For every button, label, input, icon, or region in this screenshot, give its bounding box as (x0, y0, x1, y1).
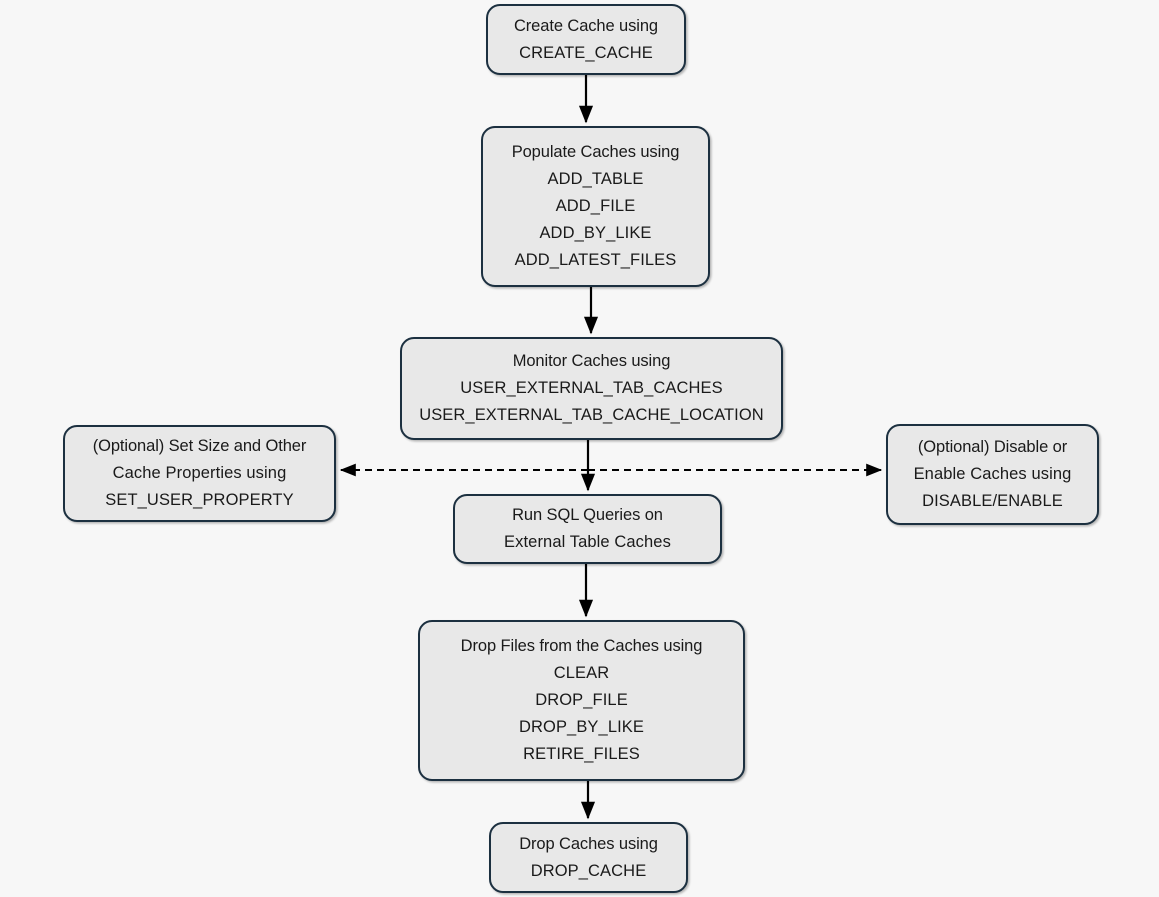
node-label-line: External Table Caches (504, 533, 671, 551)
node-label-line: CLEAR (553, 664, 610, 682)
node-label-line: RETIRE_FILES (523, 745, 640, 763)
node-label-line: Populate Caches using (511, 143, 680, 161)
node-label-line: Enable Caches using (913, 465, 1072, 483)
node-label-line: Create Cache using (513, 16, 659, 35)
node-label-line: CREATE_CACHE (519, 43, 653, 62)
node-label-line: ADD_BY_LIKE (539, 224, 652, 242)
node-run-sql-queries[interactable]: Run SQL Queries on External Table Caches (453, 494, 722, 564)
node-label-line: DROP_CACHE (530, 861, 647, 880)
node-label-line: DISABLE/ENABLE (922, 492, 1063, 510)
node-label-line: ADD_LATEST_FILES (514, 251, 677, 269)
node-label-line: Drop Files from the Caches using (460, 637, 703, 655)
node-label-line: Run SQL Queries on (512, 506, 663, 524)
node-disable-enable-optional[interactable]: (Optional) Disable or Enable Caches using… (886, 424, 1099, 525)
node-label-line: SET_USER_PROPERTY (105, 491, 294, 509)
node-label-line: USER_EXTERNAL_TAB_CACHES (460, 379, 723, 397)
node-label-line: DROP_FILE (535, 691, 628, 709)
node-label-line: Monitor Caches using (512, 352, 671, 370)
node-label-line: ADD_TABLE (547, 170, 644, 188)
node-label-line: (Optional) Disable or (917, 438, 1068, 456)
node-label-line: USER_EXTERNAL_TAB_CACHE_LOCATION (419, 406, 764, 424)
node-label-line: Drop Caches using (519, 834, 658, 853)
node-label-line: DROP_BY_LIKE (518, 718, 644, 736)
node-label-line: Cache Properties using (112, 464, 287, 482)
node-label-line: ADD_FILE (555, 197, 636, 215)
node-label-line: (Optional) Set Size and Other (92, 437, 307, 455)
